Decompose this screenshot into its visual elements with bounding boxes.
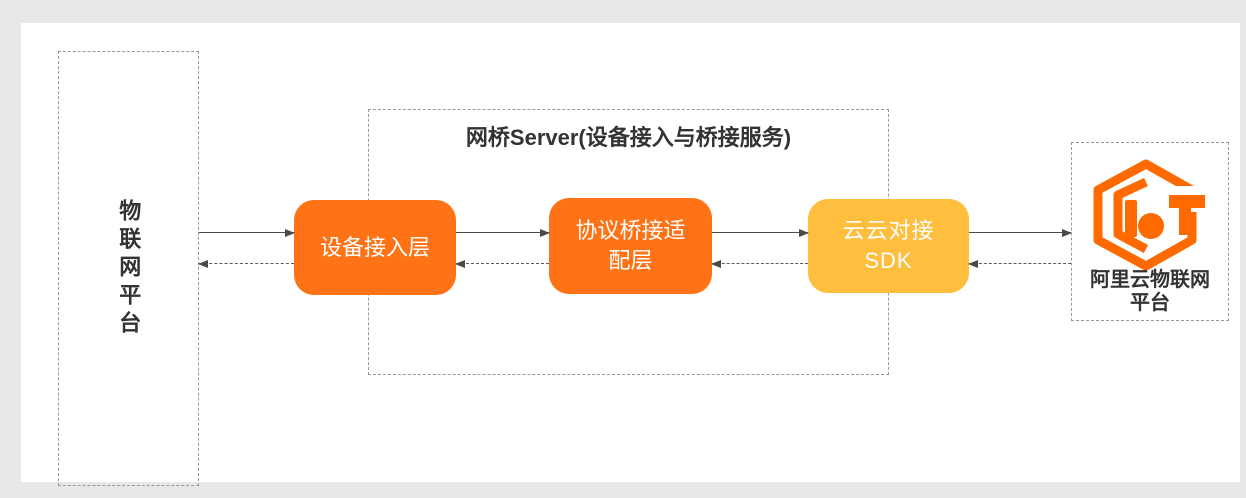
node-protocol-bridge-adapt-layer: 协议桥接适 配层 <box>549 198 712 294</box>
aliyun-iot-platform-label: 阿里云物联网 平台 <box>1072 269 1228 315</box>
node-label-line: 设备接入层 <box>319 234 430 260</box>
arrow-forward-platform-to-access <box>199 229 295 237</box>
node-label-line: 协议桥接适 <box>575 218 686 243</box>
aliyun-label-line: 阿里云物联网 <box>1090 269 1210 291</box>
arrow-return-adapter-to-access <box>455 260 549 268</box>
arrow-forward-sdk-to-aliyun <box>969 229 1072 237</box>
node-device-access-layer: 设备接入层 <box>294 200 456 295</box>
aliyun-iot-platform-box: 阿里云物联网 平台 <box>1071 142 1229 321</box>
aliyun-iot-logo-icon <box>1093 159 1209 271</box>
iot-platform-box: 物联网平台 <box>58 51 199 486</box>
arrow-forward-adapter-to-sdk <box>712 229 809 237</box>
bridge-server-title: 网桥Server(设备接入与桥接服务) <box>465 125 792 150</box>
arrow-return-sdk-to-adapter <box>711 260 808 268</box>
node-label-line: SDK <box>864 248 913 273</box>
node-label-line: 配层 <box>608 248 653 273</box>
diagram-panel: 物联网平台 网桥Server(设备接入与桥接服务) 设备接入层 协议桥接适 配层… <box>21 23 1240 486</box>
iot-platform-label: 物联网平台 <box>116 198 142 339</box>
arrow-return-access-to-platform <box>198 260 294 268</box>
node-cloud-cloud-sdk: 云云对接 SDK <box>808 199 969 293</box>
aliyun-label-line: 平台 <box>1130 292 1170 314</box>
node-label-line: 云云对接 <box>842 218 935 243</box>
arrow-return-aliyun-to-sdk <box>968 260 1071 268</box>
arrow-forward-access-to-adapter <box>456 229 550 237</box>
